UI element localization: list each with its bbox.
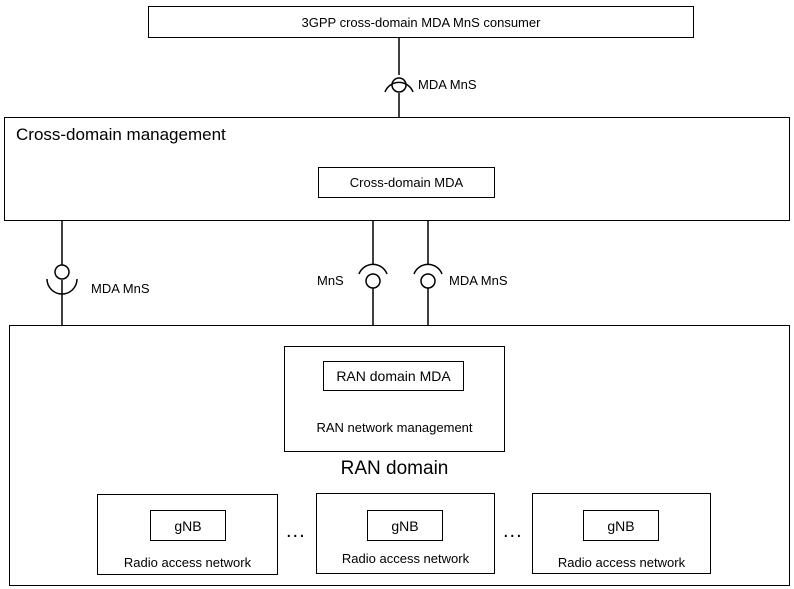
ran-domain-mda-label: RAN domain MDA	[336, 368, 451, 384]
top-mda-mns-label: MDA MnS	[418, 77, 477, 92]
consumer-label: 3GPP cross-domain MDA MnS consumer	[301, 14, 541, 30]
ran-domain-mda-box: RAN domain MDA	[323, 361, 464, 391]
gnb-box-2: gNB	[367, 510, 443, 541]
cross-domain-mda-box: Cross-domain MDA	[318, 167, 495, 198]
gnb-box-3: gNB	[583, 510, 659, 541]
gnb-label-3: gNB	[607, 517, 635, 534]
left-mda-mns-socket-icon	[46, 278, 78, 295]
left-mda-mns-interface-icon	[54, 264, 70, 280]
ran-network-management-label: RAN network management	[316, 420, 473, 435]
gnb-label-1: gNB	[174, 517, 202, 534]
right-mda-mns-label: MDA MnS	[449, 273, 508, 288]
left-mda-mns-label: MDA MnS	[91, 281, 150, 296]
radio-access-network-label-3: Radio access network	[557, 555, 686, 570]
right-mda-mns-socket-icon	[413, 263, 443, 275]
mns-interface-icon	[365, 273, 381, 289]
right-mda-mns-interface-icon	[420, 273, 436, 289]
gnb-box-1: gNB	[150, 510, 226, 541]
mns-label: MnS	[317, 273, 344, 288]
top-mda-mns-interface-icon	[391, 77, 407, 93]
ellipsis-1: ...	[286, 520, 306, 542]
consumer-box: 3GPP cross-domain MDA MnS consumer	[148, 6, 694, 38]
cross-domain-mda-label: Cross-domain MDA	[349, 175, 464, 190]
ellipsis-2: ...	[503, 520, 523, 542]
radio-access-network-label-2: Radio access network	[341, 551, 470, 566]
top-mda-mns-socket-icon	[384, 81, 414, 93]
radio-access-network-box-1	[97, 494, 278, 575]
ran-domain-title: RAN domain	[340, 458, 449, 479]
cross-domain-management-title: Cross-domain management	[16, 125, 226, 144]
radio-access-network-label-1: Radio access network	[123, 555, 252, 570]
mns-socket-icon	[358, 263, 388, 275]
gnb-label-2: gNB	[391, 517, 419, 534]
